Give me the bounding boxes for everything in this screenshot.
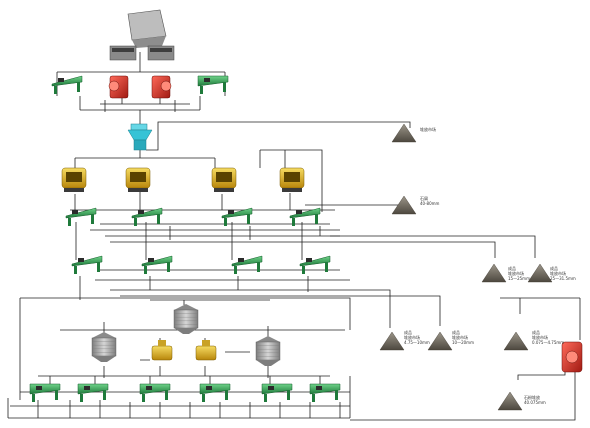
stockpile-label-line: 4.75—10mm (404, 340, 430, 345)
vibrating-screen-1 (51, 75, 83, 94)
vibrating-screen-5 (221, 207, 253, 226)
impact-crusher-3 (211, 167, 237, 192)
stockpile-label-line: 堆放市场 (420, 126, 436, 132)
stockpile-label-line: 堆放市场 (404, 334, 420, 340)
vibrating-screen-13 (139, 383, 171, 402)
vibrating-screen-2 (197, 75, 229, 94)
silos (91, 304, 281, 366)
stockpile-label-line: 成品 (404, 329, 412, 335)
raw-material-bin (127, 9, 167, 48)
stockpile-label-line: 0.075—4.75mm (532, 340, 564, 345)
stockpile-label-line: 堆放市场 (532, 334, 548, 340)
stockpile-label-line: 堆放市场 (550, 270, 566, 276)
stockpile-p1: 堆放市场 (391, 123, 436, 143)
silo-3 (255, 336, 281, 366)
powder-mill (561, 341, 583, 373)
silo-2 (91, 332, 117, 362)
stockpile-label-line: 石屑 (420, 195, 428, 201)
vibrating-screens (29, 75, 341, 402)
stockpile-label-line: 堆放市场 (452, 334, 468, 340)
vibrating-screen-11 (29, 383, 61, 402)
sand-maker-left (151, 340, 173, 361)
impact-crusher-1 (61, 167, 87, 192)
impact-crushers (61, 167, 305, 192)
stockpile-label-line: 成品 (532, 329, 540, 335)
vibrating-screen-7 (71, 255, 103, 274)
vibrating-screen-4 (131, 207, 163, 226)
stockpile-label-line: 成品 (550, 265, 558, 271)
stockpile-label: 堆放市场 (420, 126, 436, 132)
stockpile-label-line: 成品 (452, 329, 460, 335)
stockpile-label-line: 40.075mm (524, 400, 546, 405)
vibrating-screen-15 (261, 383, 293, 402)
stockpile-label-line: 25—31.5mm (550, 276, 576, 281)
vibrating-screen-10 (299, 255, 331, 274)
stockpile-label-line: 石粉堆放 (524, 394, 540, 400)
jaw-crusher-right (151, 75, 172, 99)
stockpile-label-line: 15—25mm (508, 276, 530, 281)
stockpile-label-line: 10—20mm (452, 340, 474, 345)
impact-crusher-2 (125, 167, 151, 192)
sand-maker-right (195, 340, 217, 361)
vibrating-feeder-right (147, 45, 175, 61)
stockpile-label-line: 40-80mm (420, 201, 440, 206)
flow-lines (7, 52, 581, 421)
stockpile-label-line: 成品 (508, 265, 516, 271)
vibrating-screen-9 (231, 255, 263, 274)
vibrating-screen-14 (199, 383, 231, 402)
vibrating-screen-12 (77, 383, 109, 402)
vibrating-screen-16 (309, 383, 341, 402)
vibrating-screen-3 (65, 207, 97, 226)
vibrating-screen-8 (141, 255, 173, 274)
impact-crusher-4 (279, 167, 305, 192)
silo-1 (173, 304, 199, 334)
stockpile-label-line: 堆放市场 (508, 270, 524, 276)
jaw-crusher-left (108, 75, 129, 99)
vibrating-screen-6 (289, 207, 321, 226)
cone-crusher (127, 123, 153, 151)
vibrating-feeder-left (109, 45, 137, 61)
